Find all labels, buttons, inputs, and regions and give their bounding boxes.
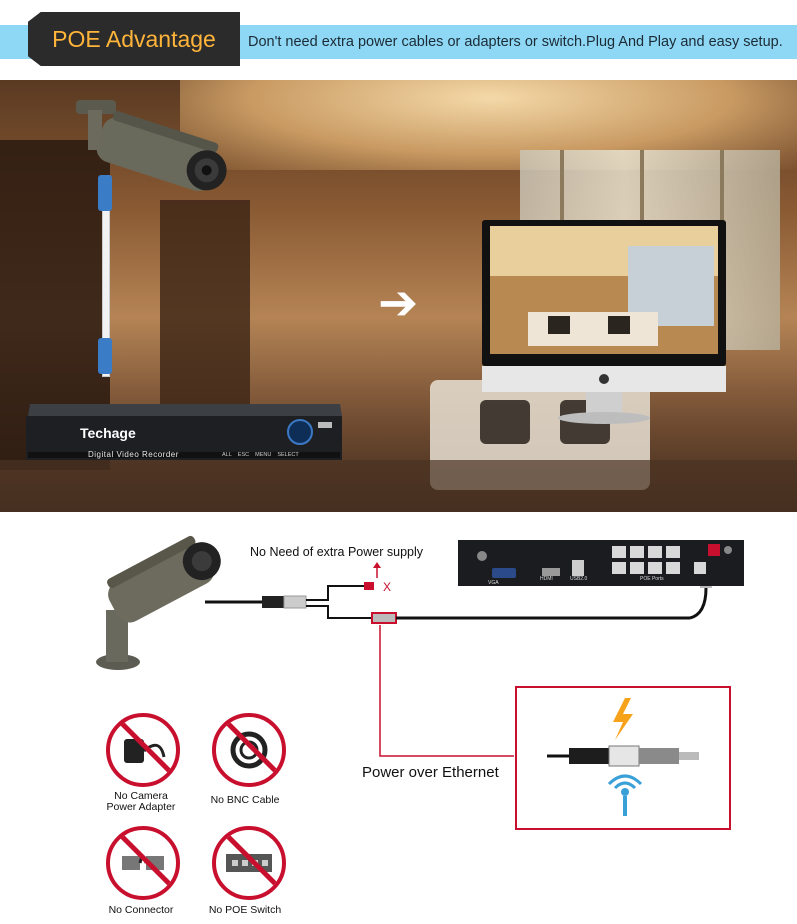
room-scene: Techage Digital Video Recorder ALL ESC M… <box>0 80 797 512</box>
page-subtitle: Don't need extra power cables or adapter… <box>248 34 783 50</box>
x-mark: X <box>383 580 392 594</box>
nvr-port-hdmi: HDMI <box>540 576 553 582</box>
page-title: POE Advantage <box>52 26 216 52</box>
dvr-button-all: ALL <box>222 452 232 458</box>
lightning-icon <box>613 698 633 740</box>
cushion <box>480 400 530 444</box>
monitor-image <box>482 220 726 424</box>
no-bnc-cable-label: No BNC Cable <box>210 794 280 806</box>
nvr-device <box>458 540 744 586</box>
no-bnc-cable-circle <box>212 713 286 787</box>
nvr-port-vga: VGA <box>488 580 499 586</box>
nvr-port-usb: USB2.0 <box>570 576 588 582</box>
no-adapter-circle <box>106 713 180 787</box>
arrow-right-icon: ➔ <box>378 277 419 330</box>
diagram-camera <box>96 535 221 670</box>
dvr-button-select: SELECT <box>277 452 299 458</box>
header-banner: POE Advantage Don't need extra power cab… <box>0 0 797 80</box>
bnc-cable-icon <box>230 731 268 769</box>
dvr-buttons: ALL ESC MENU SELECT <box>222 452 299 458</box>
no-power-label: No Need of extra Power supply <box>250 545 424 559</box>
dvr-button-menu: MENU <box>255 452 272 458</box>
nvr-port-poe: POE Ports <box>640 576 664 582</box>
poe-callout-box <box>515 686 731 830</box>
dvr-device <box>26 404 342 460</box>
title-tab <box>28 12 240 66</box>
rj45-plug-icon <box>98 338 112 374</box>
no-poe-switch-label: No POE Switch <box>208 904 282 916</box>
dvr-model-label: Digital Video Recorder <box>88 450 179 459</box>
dvr-brand: Techage <box>80 425 136 441</box>
poe-callout-illustration <box>547 698 699 816</box>
dvr-button-esc: ESC <box>237 452 250 458</box>
no-connector-label: No Connector <box>108 904 174 916</box>
no-connector-circle <box>106 826 180 900</box>
camera-image <box>76 100 227 192</box>
rj45-plug-icon <box>98 175 112 211</box>
no-adapter-label: No Camera Power Adapter <box>106 790 176 813</box>
poe-label: Power over Ethernet <box>362 764 499 781</box>
floor <box>0 460 797 512</box>
cable-diagram <box>205 562 712 757</box>
power-adapter-icon <box>124 739 166 763</box>
no-poe-switch-circle <box>212 826 286 900</box>
poe-switch-icon <box>226 854 272 872</box>
bnc-connector-icon <box>122 855 164 870</box>
doorway <box>160 200 250 430</box>
